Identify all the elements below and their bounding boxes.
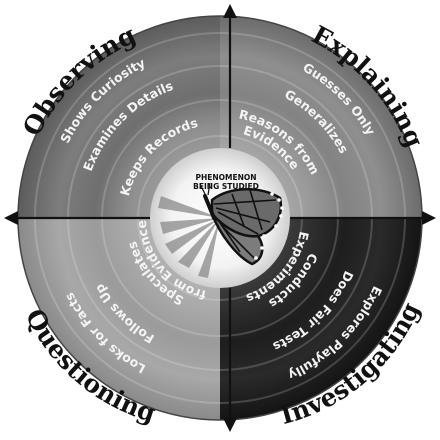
starburst-icon [158,196,220,278]
center-title-line2: BEING STUDIED [193,182,259,191]
quadrant-investigating [220,218,422,420]
monarch-butterfly-icon [199,182,284,266]
arrowheads [4,4,436,432]
arrowhead-up-icon [223,4,237,18]
arrowhead-left-icon [4,211,18,225]
arrowhead-down-icon [223,418,237,432]
quadrant-questioning [18,218,220,420]
quadrant-explaining [220,16,422,218]
axis-arrows [16,16,424,420]
quadrant-observing [18,16,220,218]
arrowhead-right-icon [422,211,436,225]
center-title-line1: PHENOMENON [195,173,256,182]
